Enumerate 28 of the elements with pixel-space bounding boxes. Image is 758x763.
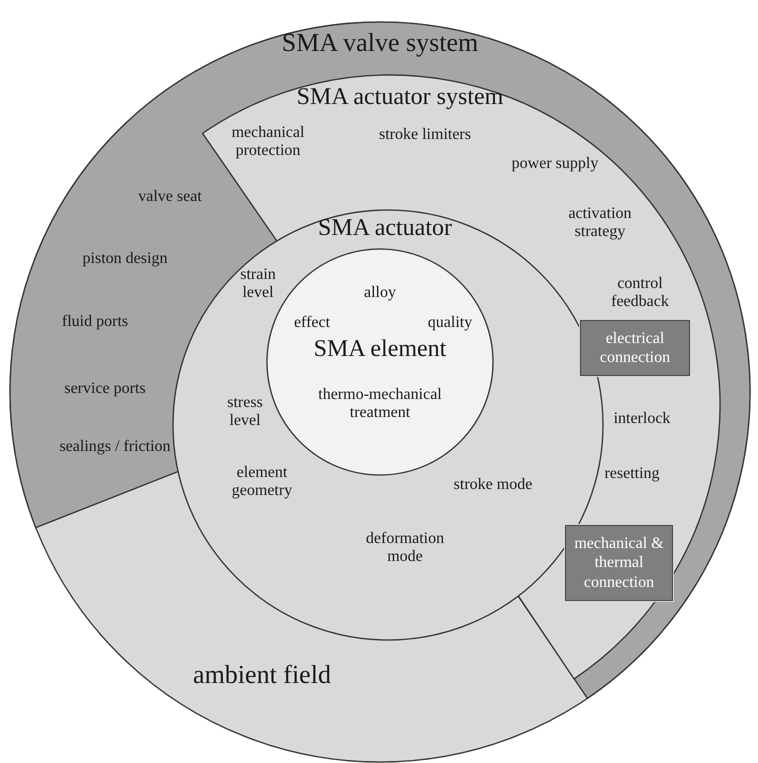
factor-label: alloy xyxy=(363,284,397,302)
connection-box: electrical connection xyxy=(580,320,690,376)
factor-label: strain level xyxy=(239,266,277,303)
factor-label: deformation mode xyxy=(364,530,446,567)
factor-label: service ports xyxy=(63,380,147,398)
factor-label: power supply xyxy=(510,155,600,174)
factor-label: mechanical protection xyxy=(230,124,306,161)
factor-label: activation strategy xyxy=(567,205,633,242)
region-title: SMA actuator system xyxy=(296,84,504,112)
factor-label: control feedback xyxy=(610,275,670,312)
factor-label: interlock xyxy=(612,410,672,428)
factor-label: stroke mode xyxy=(452,476,534,494)
factor-label: quality xyxy=(426,314,474,332)
factor-label: piston design xyxy=(82,250,168,268)
region-title: SMA valve system xyxy=(280,28,480,58)
factor-label: element geometry xyxy=(230,464,294,501)
connection-box: mechanical & thermal connection xyxy=(565,525,673,601)
factor-label: valve seat xyxy=(137,188,203,206)
region-title: ambient field xyxy=(192,660,332,690)
factor-label: stress level xyxy=(226,394,264,431)
factor-label: effect xyxy=(292,314,332,332)
factor-label: resetting xyxy=(603,465,661,484)
region-title: SMA element xyxy=(312,336,448,364)
factor-label: sealings / friction xyxy=(58,438,172,456)
region-title: SMA actuator xyxy=(317,215,453,243)
factor-label: fluid ports xyxy=(60,313,130,332)
factor-label: thermo-mechanical treatment xyxy=(317,386,443,423)
factor-label: stroke limiters xyxy=(378,126,472,144)
